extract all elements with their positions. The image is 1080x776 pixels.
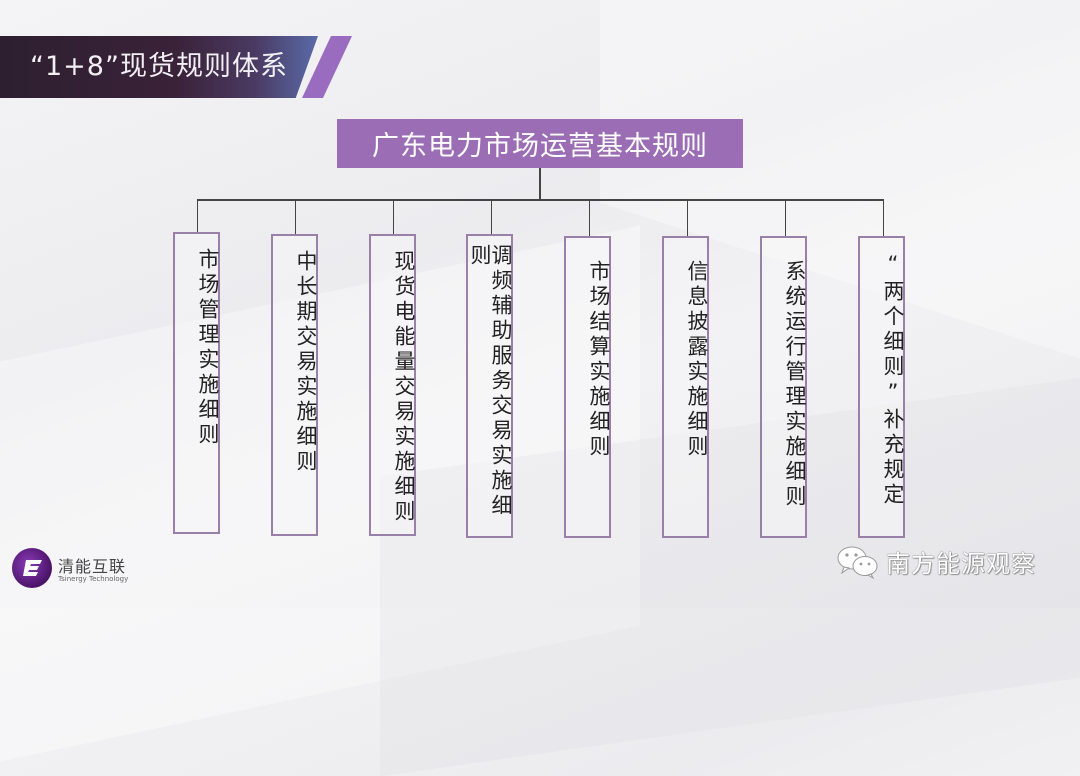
- child-node-label: 信息披露实施细则: [685, 260, 709, 460]
- connector-child-4: [491, 200, 492, 234]
- watermark: 南方能源观察: [836, 544, 1036, 579]
- child-node-system-operation: 系统运行管理实施细则: [760, 236, 807, 538]
- connector-child-6: [687, 200, 688, 236]
- connector-child-8: [883, 200, 884, 236]
- connector-root-stem: [539, 168, 541, 200]
- child-node-label: 系统运行管理实施细则: [783, 260, 807, 510]
- connector-child-3: [393, 200, 394, 234]
- connector-horizontal-bus: [197, 199, 884, 201]
- watermark-text: 南方能源观察: [886, 550, 1036, 578]
- child-node-information-disclosure: 信息披露实施细则: [662, 236, 709, 538]
- child-node-market-management: 市场管理实施细则: [173, 232, 220, 534]
- child-node-market-settlement: 市场结算实施细则: [564, 236, 611, 538]
- child-node-frequency-regulation: 调频辅助服务交易实施细则: [466, 234, 513, 538]
- logo-e-icon: [23, 560, 42, 576]
- root-node: 广东电力市场运营基本规则: [337, 119, 743, 168]
- child-node-label: 市场结算实施细则: [587, 260, 611, 460]
- company-logo: [12, 548, 52, 588]
- connector-child-7: [785, 200, 786, 236]
- connector-child-2: [295, 200, 296, 234]
- child-node-two-rules-supplement: “两个细则”补充规定: [858, 236, 905, 538]
- child-node-label: 市场管理实施细则: [196, 248, 220, 448]
- logo-name-cn: 清能互联: [58, 557, 127, 576]
- slide-title: “1+8”现货规则体系: [30, 51, 288, 82]
- child-node-label: 现货电能量交易实施细则: [392, 250, 416, 525]
- child-node-mid-long-term-trading: 中长期交易实施细则: [271, 234, 318, 536]
- connector-child-1: [197, 200, 198, 232]
- connector-child-5: [589, 200, 590, 236]
- child-node-label: 中长期交易实施细则: [294, 250, 318, 475]
- wechat-icon: [837, 546, 878, 579]
- child-node-label: 调频辅助服务交易实施细则: [468, 244, 513, 519]
- child-node-spot-energy-trading: 现货电能量交易实施细则: [369, 234, 416, 536]
- background-shape: [0, 225, 640, 775]
- child-node-label: “两个细则”补充规定: [881, 252, 905, 508]
- logo-name-en: Tsinergy Technology: [58, 575, 129, 583]
- title-banner: [0, 36, 318, 98]
